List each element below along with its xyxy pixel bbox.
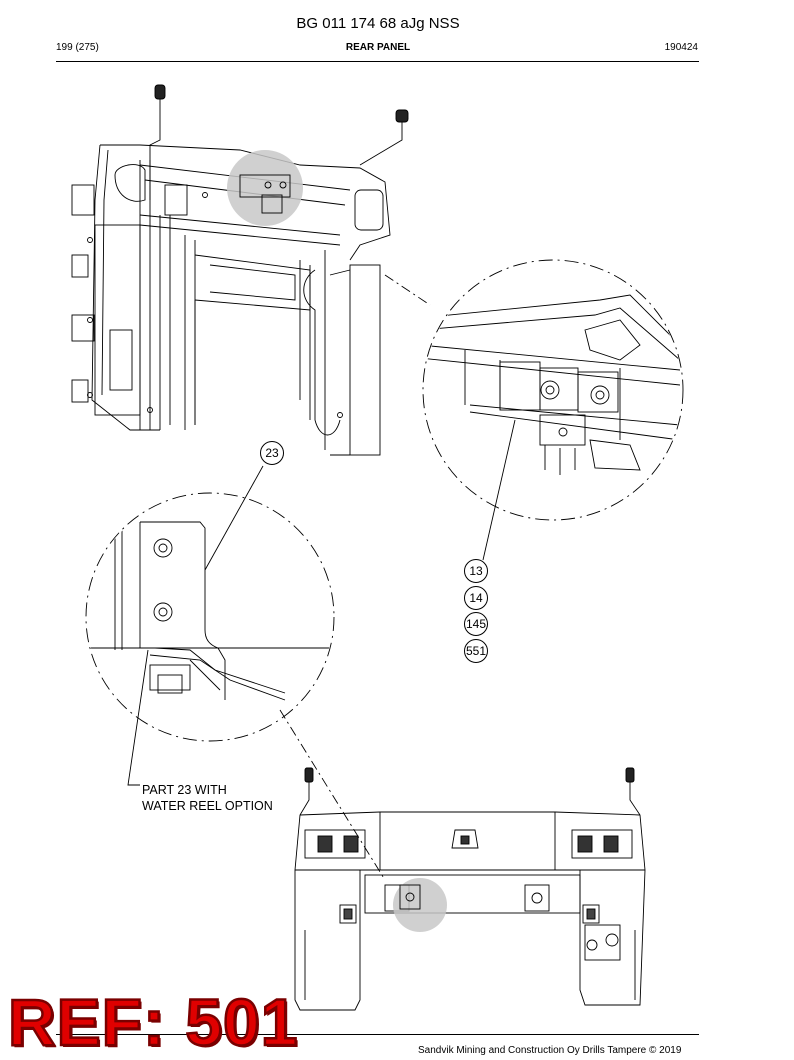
part-23-note-line2: WATER REEL OPTION [142,799,273,813]
footer-copyright: Sandvik Mining and Construction Oy Drill… [418,1045,682,1056]
detail-leader-line-2 [279,709,386,881]
page-number: 199 (275) [56,42,99,53]
detail-view-clamp [422,259,684,521]
part-23-note: PART 23 WITH WATER REEL OPTION [142,782,273,814]
part-23-note-line1: PART 23 WITH [142,783,227,797]
detail-source-highlight [227,150,303,226]
rear-panel-assembly-view [71,84,409,456]
ref-stamp: REF: 501 [7,984,299,1060]
document-id: BG 011 174 68 aJg NSS [296,15,460,32]
callout-145: 145 [464,612,488,636]
leader-23 [204,465,264,571]
note-leader [127,649,149,786]
leader-13 [482,419,516,561]
detail-view-water-reel-bracket [85,492,335,742]
callout-13: 13 [464,559,488,583]
section-title: REAR PANEL [345,42,411,53]
callout-14: 14 [464,586,488,610]
header-rule [56,61,699,62]
callout-23: 23 [260,441,284,465]
rear-panel-front-view [294,767,646,1011]
callout-551: 551 [464,639,488,663]
date-code: 190424 [664,42,698,53]
detail-leader-line [384,274,431,306]
footer-rule [56,1034,699,1035]
